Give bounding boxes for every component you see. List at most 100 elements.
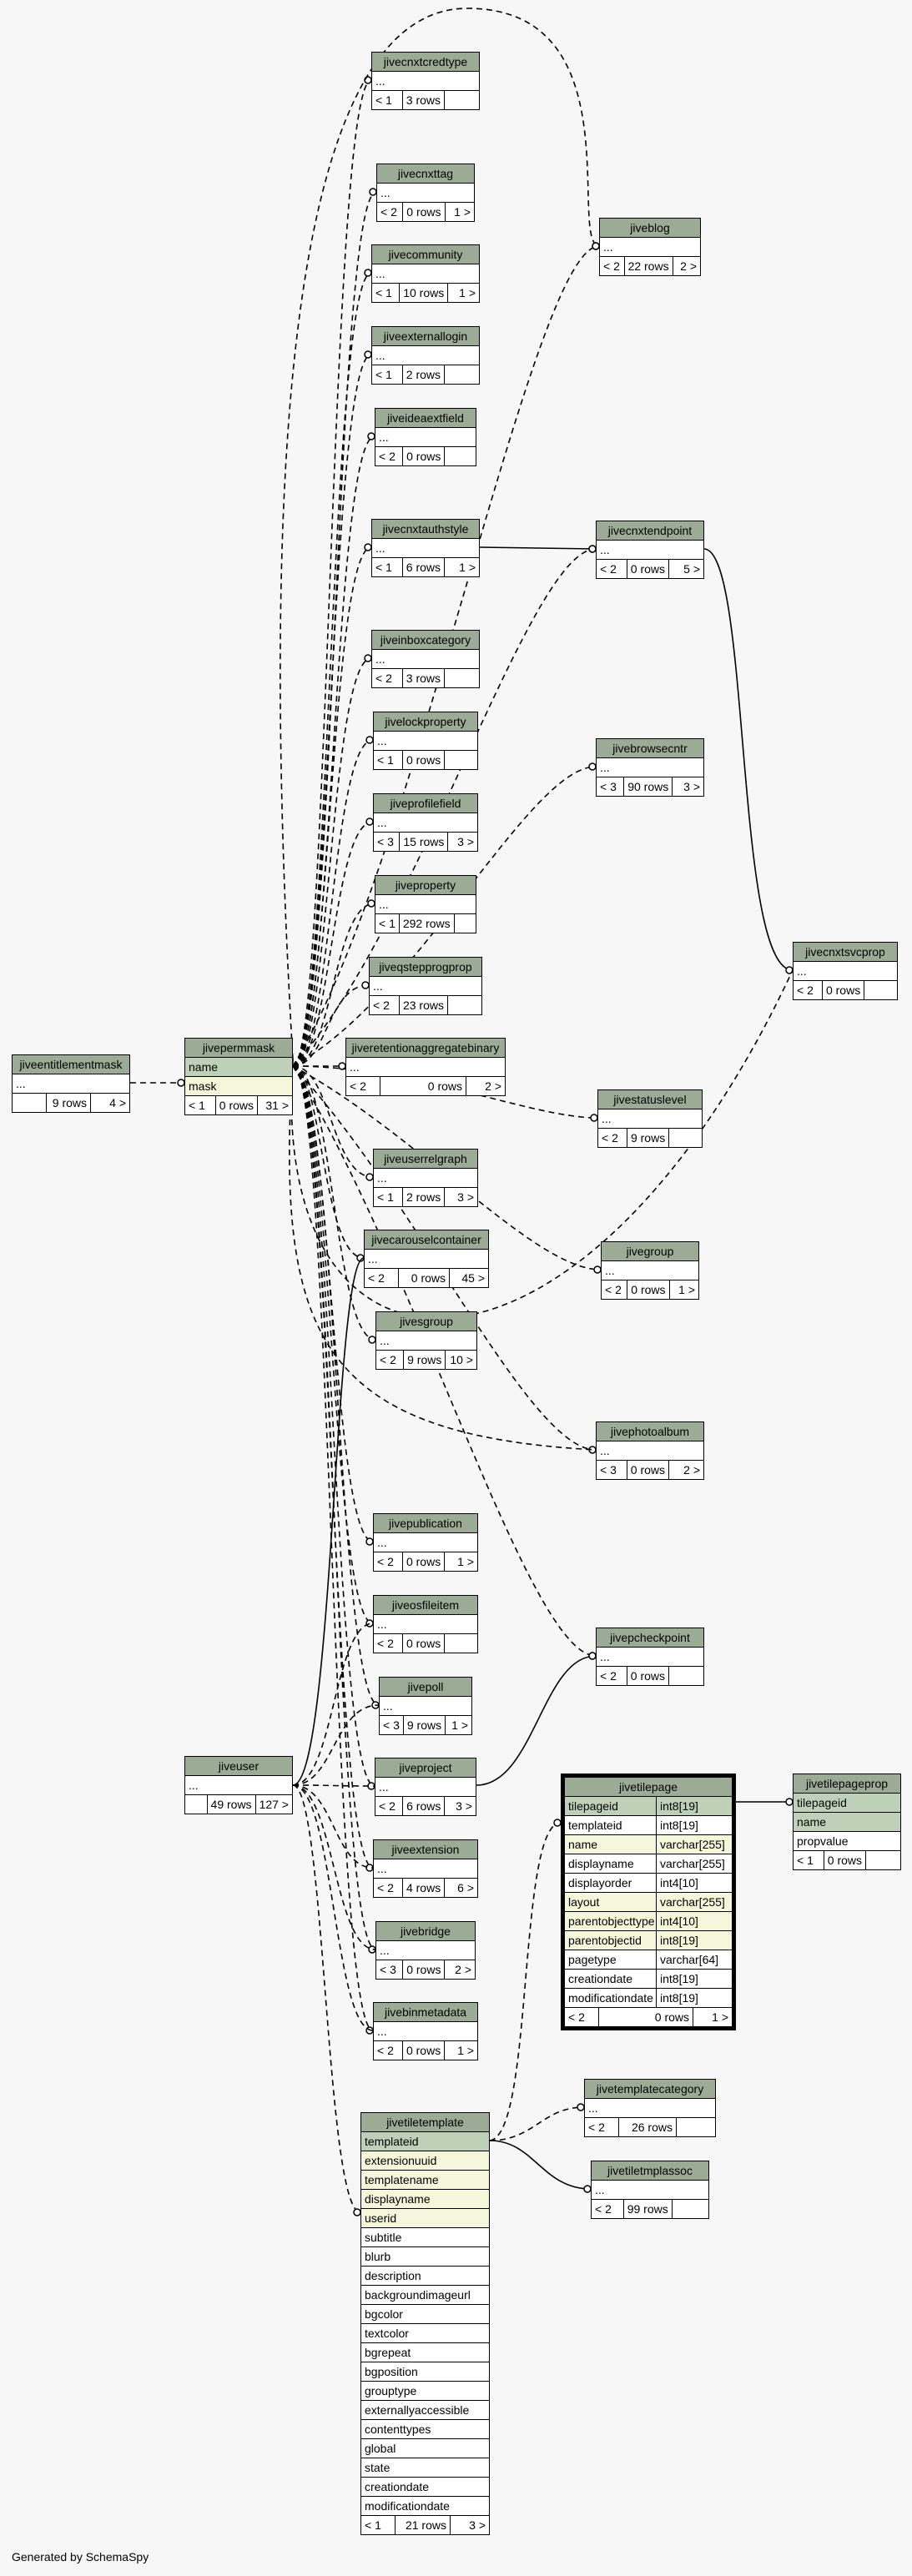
column-row: ... — [794, 962, 897, 981]
column-row: name — [794, 1813, 900, 1832]
table-header: jiveuserrelgraph — [374, 1150, 477, 1169]
children-count: 1 > — [712, 2010, 728, 2024]
edge-jiveuserrelgraph — [292, 1065, 374, 1178]
parents-count: < 2 — [376, 1351, 405, 1369]
row-count: 49 rows — [208, 1795, 256, 1814]
column-name: state — [365, 2461, 390, 2474]
row-count: 0 rows — [403, 447, 446, 465]
column-name: ... — [350, 1060, 360, 1074]
table-header: jiveproject — [375, 1758, 476, 1778]
edge-endpoint — [364, 269, 372, 277]
column-name: templatename — [365, 2173, 439, 2186]
column-name: ... — [379, 898, 389, 911]
column-row: ... — [600, 238, 700, 257]
column-name: ... — [377, 816, 387, 829]
column-row: ... — [376, 1331, 476, 1351]
children-count — [448, 996, 481, 1014]
column-name: ... — [375, 541, 385, 555]
parents-count: < 2 — [346, 1077, 380, 1095]
children-count: 1 > — [459, 286, 476, 299]
column-name: propvalue — [797, 1834, 849, 1848]
column-row: ... — [375, 428, 476, 447]
column-name: ... — [377, 1618, 387, 1631]
edge-loop-photoalbum — [289, 1059, 597, 1451]
edge-user-jivebridge — [292, 1784, 376, 1950]
row-count: 99 rows — [624, 2200, 673, 2218]
table-header: jiveprofilefield — [374, 794, 477, 813]
edge-jivebrowsecntr — [292, 766, 597, 1067]
row-count: 0 rows — [403, 203, 446, 221]
column-row: externallyaccessible — [361, 2401, 489, 2420]
parents-count: < 1 — [185, 1096, 216, 1114]
edge-jiveosfileitem — [292, 1065, 374, 1624]
parents-count: < 2 — [597, 1667, 627, 1685]
edge-endpoint — [364, 654, 372, 662]
edge-endpoint — [364, 543, 372, 551]
row-count: 292 rows — [400, 914, 455, 933]
row-count: 0 rows — [627, 1667, 670, 1685]
column-name: ... — [600, 1650, 610, 1663]
column-type: varchar[64] — [656, 1950, 732, 1969]
column-name: subtitle — [365, 2231, 402, 2244]
children-count — [677, 2118, 715, 2136]
column-name: displayorder — [568, 1876, 632, 1889]
column-row: grouptype — [361, 2382, 489, 2401]
table-header: jivebinmetadata — [374, 2003, 477, 2022]
edge-endpoint — [577, 2103, 585, 2111]
table-header: jiveproperty — [375, 876, 476, 895]
row-count: 0 rows — [823, 981, 865, 999]
column-name: displayname — [365, 2192, 431, 2206]
column-row: userid — [361, 2209, 489, 2228]
column-name: ... — [588, 2101, 598, 2115]
edge-endpoint — [365, 1619, 374, 1628]
children-count: 3 > — [456, 1799, 472, 1813]
parents-count: < 2 — [600, 257, 625, 275]
